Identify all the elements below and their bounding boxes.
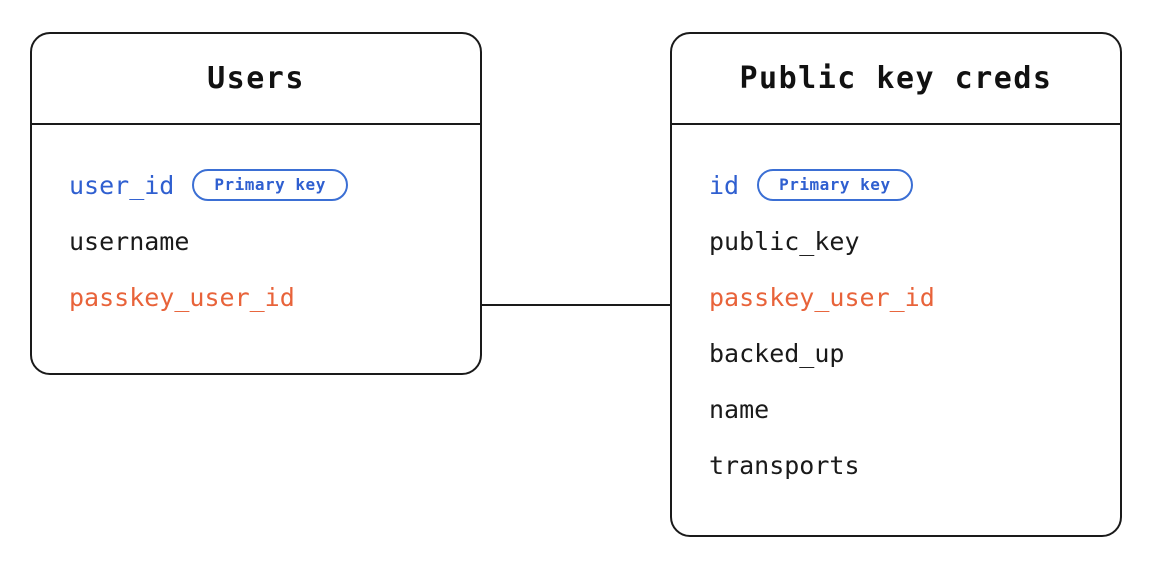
relationship-connector	[481, 304, 671, 306]
entity-users-field-list: user_id Primary key username passkey_use…	[32, 125, 480, 325]
field-name-passkey-user-id: passkey_user_id	[709, 282, 935, 312]
field-row[interactable]: user_id Primary key	[32, 157, 480, 213]
field-name-transports: transports	[709, 450, 860, 480]
field-row[interactable]: passkey_user_id	[32, 269, 480, 325]
field-name-public-key: public_key	[709, 226, 860, 256]
field-name-name: name	[709, 394, 770, 424]
field-name-passkey-user-id: passkey_user_id	[69, 282, 295, 312]
entity-public-key-creds[interactable]: Public key creds id Primary key public_k…	[670, 32, 1122, 537]
primary-key-badge-label: Primary key	[779, 175, 891, 194]
entity-public-key-creds-header: Public key creds	[672, 34, 1120, 125]
field-row[interactable]: name	[672, 381, 1120, 437]
entity-public-key-creds-title: Public key creds	[739, 61, 1053, 96]
entity-public-key-creds-field-list: id Primary key public_key passkey_user_i…	[672, 125, 1120, 493]
field-row[interactable]: public_key	[672, 213, 1120, 269]
field-name-id: id	[709, 170, 740, 200]
field-name-backed-up: backed_up	[709, 338, 845, 368]
primary-key-badge: Primary key	[192, 169, 348, 201]
primary-key-badge-label: Primary key	[214, 175, 326, 194]
entity-users[interactable]: Users user_id Primary key username passk…	[30, 32, 482, 375]
field-row[interactable]: transports	[672, 437, 1120, 493]
field-row[interactable]: username	[32, 213, 480, 269]
field-name-username: username	[69, 226, 190, 256]
entity-users-header: Users	[32, 34, 480, 125]
field-row[interactable]: passkey_user_id	[672, 269, 1120, 325]
primary-key-badge: Primary key	[757, 169, 913, 201]
field-name-user-id: user_id	[69, 170, 175, 200]
field-row[interactable]: id Primary key	[672, 157, 1120, 213]
entity-users-title: Users	[207, 61, 305, 96]
field-row[interactable]: backed_up	[672, 325, 1120, 381]
